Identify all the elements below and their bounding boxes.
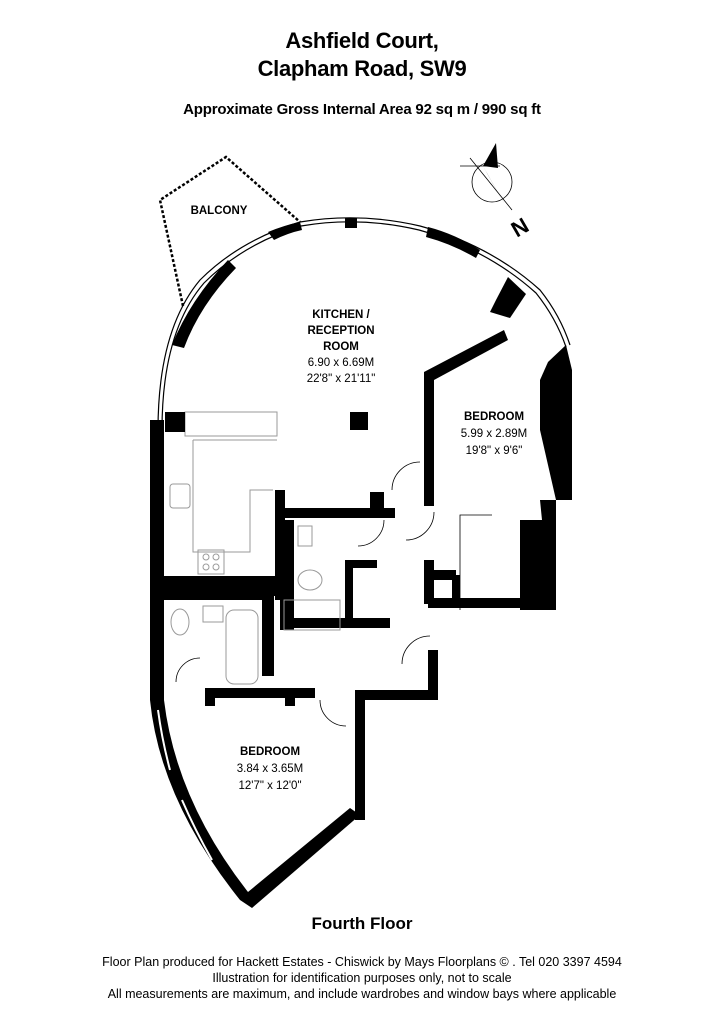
bath-icon [225, 609, 259, 685]
property-title-line2: Clapham Road, SW9 [257, 56, 467, 81]
hob-icon [197, 549, 225, 575]
sink-icon [169, 483, 191, 509]
basin-icon [202, 605, 224, 623]
bedroom1-metric: 5.99 x 2.89M [461, 428, 527, 440]
shower-tray-icon [283, 599, 341, 631]
inner-walls [150, 330, 572, 908]
kitchen-label-line3: ROOM [323, 341, 359, 353]
kitchen-label-line1: KITCHEN / [312, 309, 370, 321]
kitchen-units [169, 411, 278, 575]
bedroom2-imperial: 12'7" x 12'0" [238, 780, 301, 792]
balcony-outline [158, 155, 301, 307]
doors [175, 461, 492, 727]
footer-measurements-note: All measurements are maximum, and includ… [107, 987, 617, 1001]
footer-credit: Floor Plan produced for Hackett Estates … [102, 955, 622, 969]
gross-internal-area: Approximate Gross Internal Area 92 sq m … [183, 101, 541, 118]
bathroom-fixtures [170, 525, 341, 685]
outer-wall [150, 217, 572, 600]
compass-north-label: N [507, 213, 533, 243]
footer-disclaimer: Illustration for identification purposes… [212, 971, 512, 985]
balcony-label: BALCONY [191, 205, 248, 217]
basin-icon-2 [297, 525, 313, 547]
column [350, 412, 368, 430]
kitchen-imperial: 22'8" x 21'11" [307, 373, 376, 385]
property-title-line1: Ashfield Court, [285, 28, 439, 53]
bedroom1-label: BEDROOM [464, 411, 524, 423]
compass-icon [460, 143, 513, 212]
toilet-icon [170, 608, 190, 636]
bedroom2-metric: 3.84 x 3.65M [237, 763, 303, 775]
kitchen-metric: 6.90 x 6.69M [308, 357, 374, 369]
floor-label: Fourth Floor [311, 914, 413, 933]
toilet-icon-2 [297, 569, 323, 591]
bedroom2-label: BEDROOM [240, 746, 300, 758]
kitchen-label-line2: RECEPTION [307, 325, 374, 337]
bedroom1-imperial: 19'8" x 9'6" [466, 445, 523, 457]
